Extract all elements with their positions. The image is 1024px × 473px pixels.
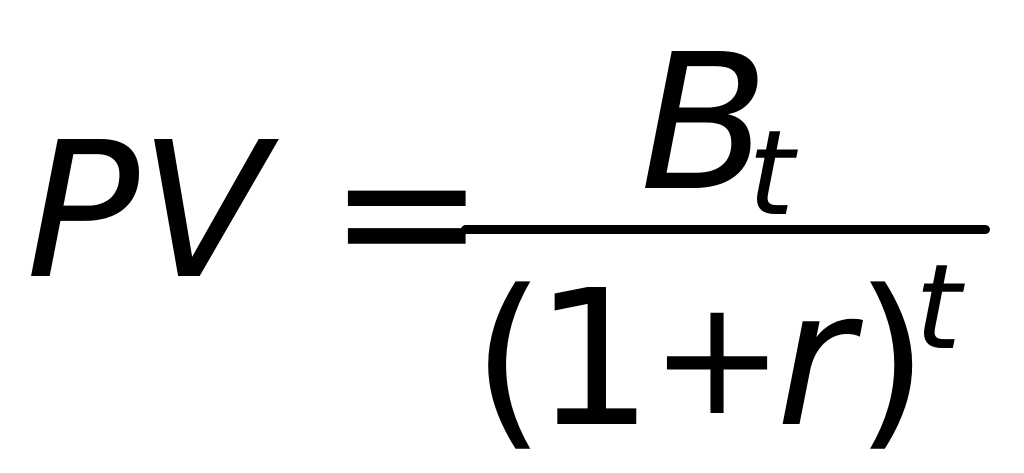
denominator-rate: r [776, 250, 854, 469]
denominator-plus: + [650, 264, 785, 451]
denominator-open-paren: ( [472, 250, 546, 469]
fraction-bar [461, 225, 990, 234]
denominator-one: 1 [534, 250, 654, 469]
denominator-exponent: t [915, 238, 962, 376]
present-value-symbol: PV [26, 102, 268, 321]
equals-sign: = [328, 102, 486, 321]
numerator-subscript: t [748, 104, 795, 242]
numerator-base: B [640, 14, 769, 233]
denominator-close-paren: ) [855, 250, 929, 469]
